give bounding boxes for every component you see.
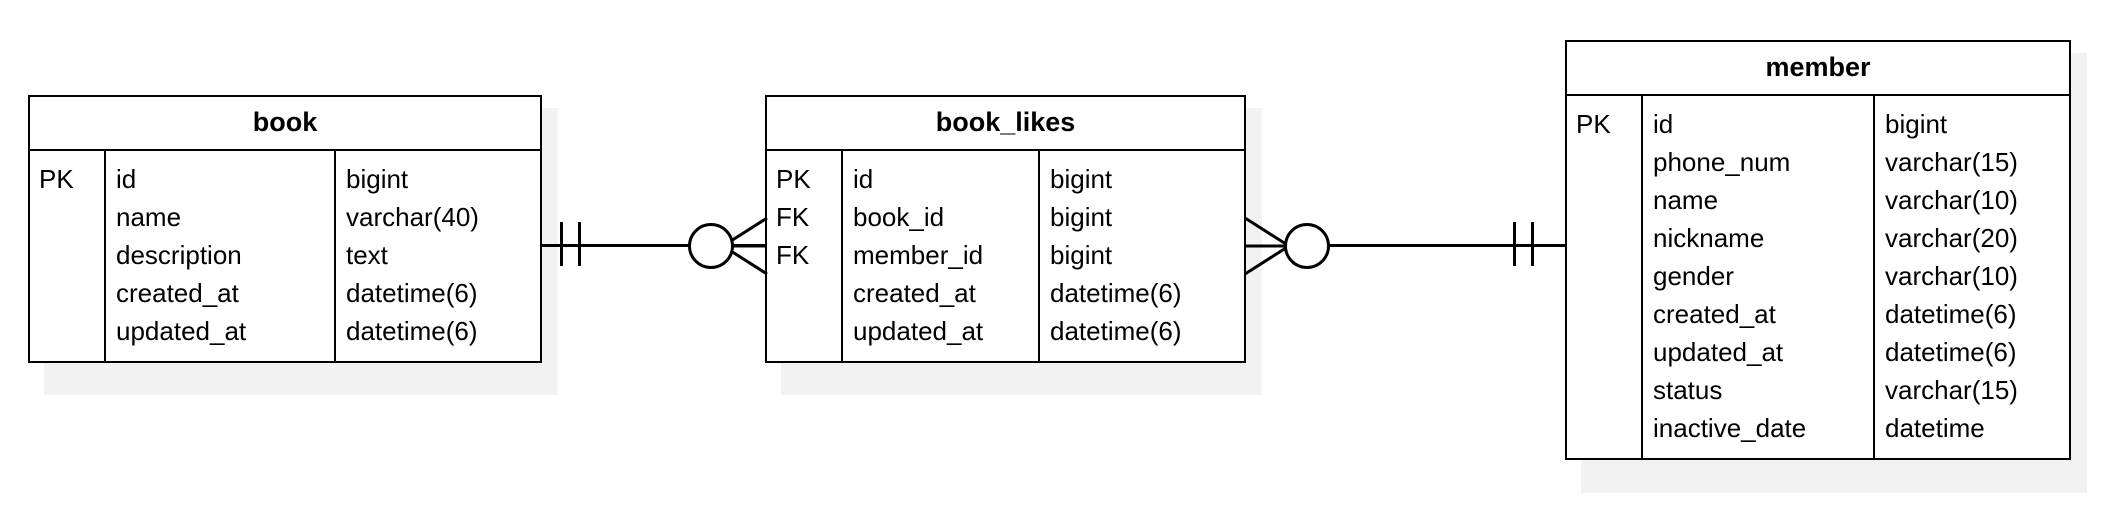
column-field: id (116, 164, 137, 194)
cardinality-one-tick-member-a (1513, 222, 1516, 266)
column-key (1576, 219, 1633, 257)
column-type: varchar(10) (1885, 185, 2018, 215)
column-field: updated_at (853, 316, 984, 346)
column-key: FK (776, 202, 810, 232)
column-key (1576, 143, 1633, 181)
column-type: bigint (1885, 109, 1948, 139)
cardinality-one-tick-book-a (560, 222, 563, 266)
column-type: datetime(6) (1050, 316, 1182, 346)
column-type: datetime(6) (346, 316, 478, 346)
cardinality-one-tick-book-b (578, 222, 581, 266)
cardinality-many-crowsfoot-book-likes-2 (1245, 216, 1291, 276)
column-key (1576, 371, 1633, 409)
column-key (39, 236, 96, 274)
column-key (776, 274, 833, 312)
column-field: created_at (1653, 299, 1776, 329)
column-key (1576, 409, 1633, 447)
column-field: gender (1653, 261, 1734, 291)
entity-member-type-column: bigint varchar(15) varchar(10) varchar(2… (1875, 96, 2069, 458)
relationship-book-book-likes-line[interactable] (542, 244, 765, 247)
column-field: updated_at (116, 316, 247, 346)
column-type: varchar(40) (346, 202, 479, 232)
column-key (39, 198, 96, 236)
column-key (1576, 257, 1633, 295)
entity-member-columns: PK id phone_num name nickname gender cre… (1567, 96, 2069, 458)
column-type: varchar(10) (1885, 261, 2018, 291)
column-field: book_id (853, 202, 945, 232)
column-type: bigint (1050, 240, 1113, 270)
column-field: id (853, 164, 874, 194)
entity-book-likes-columns: PK FK FK id book_id member_id created_at… (767, 151, 1244, 361)
column-key (1576, 295, 1633, 333)
column-type: text (346, 240, 388, 270)
column-type: bigint (1050, 202, 1113, 232)
column-type: bigint (1050, 164, 1113, 194)
relationship-book-likes-member-line[interactable] (1285, 244, 1565, 247)
entity-book-likes-type-column: bigint bigint bigint datetime(6) datetim… (1040, 151, 1244, 361)
entity-member-field-column: id phone_num name nickname gender create… (1643, 96, 1875, 458)
entity-member[interactable]: member PK id phone_num name nickname gen… (1565, 40, 2071, 460)
column-key (1576, 333, 1633, 371)
column-key: PK (39, 164, 74, 194)
entity-book-key-column: PK (30, 151, 106, 361)
entity-book-columns: PK id name description created_at update… (30, 151, 540, 361)
column-field: status (1653, 375, 1723, 405)
column-key: PK (776, 164, 811, 194)
column-field: id (1653, 109, 1674, 139)
entity-book-likes-field-column: id book_id member_id created_at updated_… (843, 151, 1040, 361)
cardinality-one-tick-member-b (1531, 222, 1534, 266)
column-type: varchar(15) (1885, 375, 2018, 405)
entity-member-key-column: PK (1567, 96, 1643, 458)
cardinality-zero-circle-book-likes (688, 223, 734, 269)
column-field: member_id (853, 240, 984, 270)
entity-book-title: book (30, 97, 540, 151)
column-field: name (1653, 185, 1719, 215)
column-field: name (116, 202, 182, 232)
column-field: updated_at (1653, 337, 1784, 367)
column-type: datetime(6) (1050, 278, 1182, 308)
entity-book[interactable]: book PK id name description created_at u… (28, 95, 542, 363)
entity-book-field-column: id name description created_at updated_a… (106, 151, 336, 361)
entity-book-likes-key-column: PK FK FK (767, 151, 843, 361)
column-type: datetime(6) (1885, 299, 2017, 329)
column-field: description (116, 240, 242, 270)
column-field: nickname (1653, 223, 1765, 253)
column-field: created_at (116, 278, 239, 308)
column-type: datetime(6) (1885, 337, 2017, 367)
column-field: phone_num (1653, 147, 1791, 177)
entity-book-likes-title: book_likes (767, 97, 1244, 151)
column-field: inactive_date (1653, 413, 1807, 443)
column-type: varchar(20) (1885, 223, 2018, 253)
entity-member-title: member (1567, 42, 2069, 96)
column-key (39, 274, 96, 312)
entity-book-type-column: bigint varchar(40) text datetime(6) date… (336, 151, 540, 361)
column-key: PK (1576, 109, 1611, 139)
column-type: datetime (1885, 413, 1985, 443)
column-type: bigint (346, 164, 409, 194)
cardinality-zero-circle-member (1284, 223, 1330, 269)
column-field: created_at (853, 278, 976, 308)
entity-book-likes[interactable]: book_likes PK FK FK id book_id member_id… (765, 95, 1246, 363)
column-key (1576, 181, 1633, 219)
column-key (39, 312, 96, 350)
column-key (776, 312, 833, 350)
column-key: FK (776, 240, 810, 270)
column-type: varchar(15) (1885, 147, 2018, 177)
column-type: datetime(6) (346, 278, 478, 308)
